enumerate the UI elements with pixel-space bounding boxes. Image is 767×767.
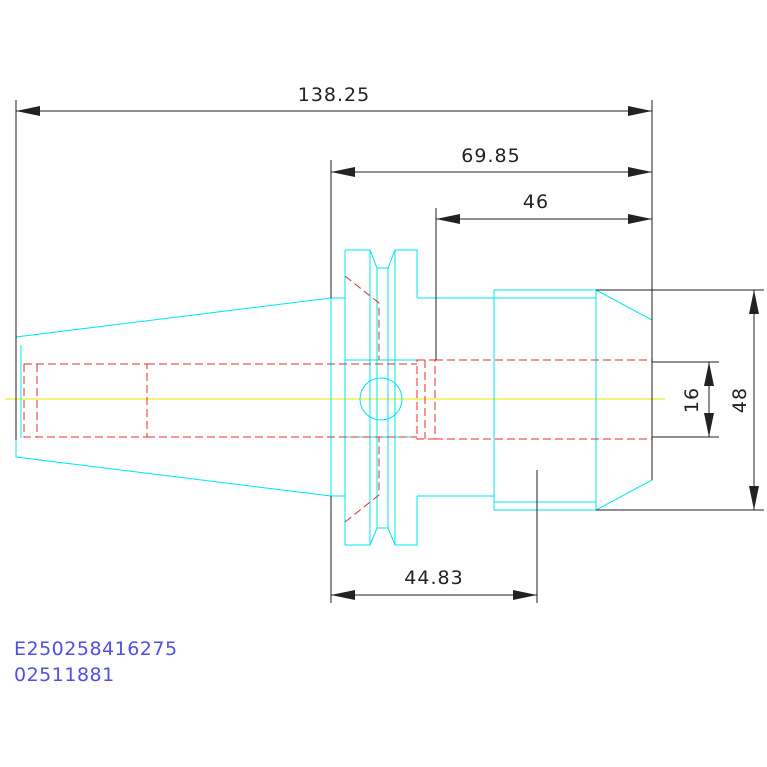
flange-hidden-chamfer-top [344,275,380,360]
hidden-lines [23,275,652,523]
dim-bore-diameter-text: 16 [681,387,703,413]
dim-flange-to-mark-text: 44.83 [404,567,463,589]
dim-body-length-text: 46 [523,191,549,213]
nose-cone [595,289,653,511]
part-code-line-1: E250258416275 [14,638,178,660]
drive-slot-circle [359,377,403,421]
taper-shank-outline [15,297,332,497]
collet-body [493,289,597,511]
dim-overall-length-text: 138.25 [298,84,370,106]
flange-top-profile [345,249,418,298]
holder-outline [15,249,653,546]
part-code-line-2: 02511881 [14,664,115,686]
dimensions [15,100,764,603]
flange-hidden-chamfer-bottom [344,437,380,523]
dim-flange-to-end-text: 69.85 [461,145,520,167]
flange-bottom-profile [345,496,418,546]
rear-bore [23,363,148,438]
dim-outer-diameter-text: 48 [729,387,751,413]
